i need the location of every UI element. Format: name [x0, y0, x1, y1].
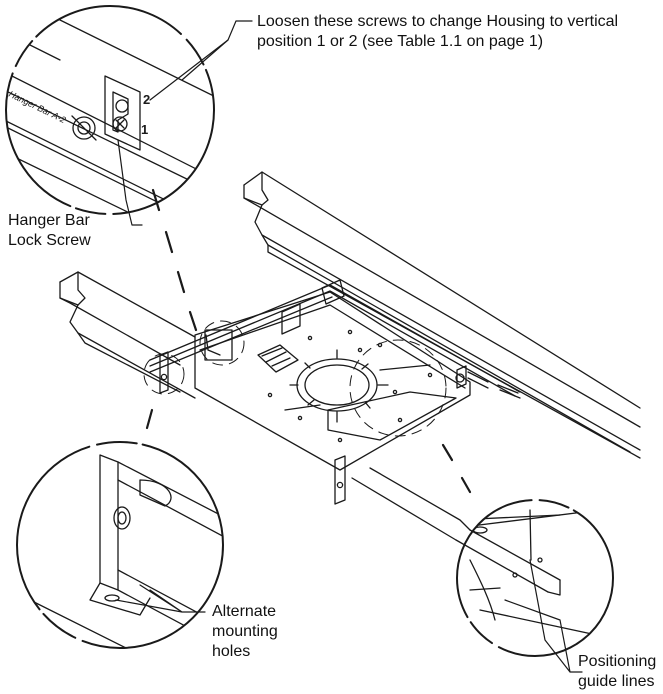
position-2-text: 2 [143, 92, 150, 107]
alternate-holes-line-2: mounting [212, 623, 278, 640]
loosen-screws-line-2: position 1 or 2 (see Table 1.1 on page 1… [257, 33, 544, 50]
detail-highlight-circles [143, 320, 447, 437]
hanger-lock-line-2: Lock Screw [8, 232, 91, 249]
detail-right [456, 499, 614, 657]
alternate-holes-line-1: Alternate [212, 603, 277, 620]
positioning-lines-line-2: guide lines [578, 673, 655, 690]
positioning-lines-line-1: Positioning [578, 653, 657, 670]
callout-lines [115, 20, 583, 673]
positioning-lines-callout: Positioning guide lines [578, 652, 656, 692]
position-1-text: 1 [141, 122, 148, 137]
loosen-screws-callout: Loosen these screws to change Housing to… [257, 12, 618, 52]
left-joist [59, 271, 561, 596]
detail-leaders [145, 188, 472, 494]
hanger-lock-callout: Hanger Bar Lock Screw [8, 211, 91, 251]
right-joist [243, 171, 641, 459]
hanger-lock-line-1: Hanger Bar [8, 212, 90, 229]
hanger-bar-id-text: Hanger Bar A-2 [7, 89, 67, 125]
detail-top [5, 5, 215, 215]
alternate-holes-callout: Alternate mounting holes [212, 602, 278, 662]
mounting-frame [149, 279, 521, 505]
alternate-holes-line-3: holes [212, 643, 251, 660]
loosen-screws-line-1: Loosen these screws to change Housing to… [257, 13, 619, 30]
detail-left [16, 441, 224, 649]
